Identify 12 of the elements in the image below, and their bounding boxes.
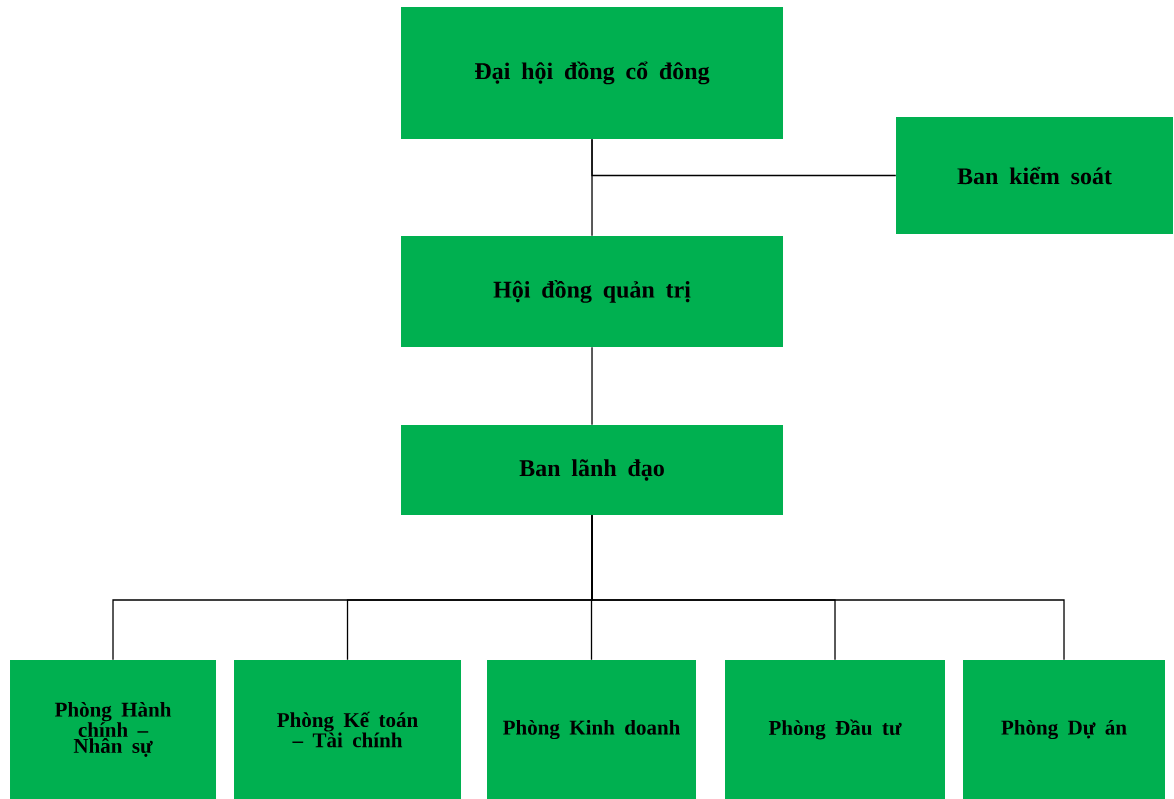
org-box: Phòng Kinh doanh xyxy=(487,660,696,799)
connector-line xyxy=(591,346,593,426)
org-box: Phòng Đầu tư xyxy=(725,660,945,799)
connector-line xyxy=(591,138,897,177)
connector-line xyxy=(591,514,1065,661)
org-box: Hội đồng quản trị xyxy=(401,236,783,347)
org-box: Phòng Kế toán – Tài chính xyxy=(234,660,461,799)
org-box: Ban kiểm soát xyxy=(896,117,1173,234)
org-box: Đại hội đồng cổ đông xyxy=(401,7,783,139)
org-box: Phòng Hành chính – Nhân sự xyxy=(10,660,216,799)
org-box: Phòng Dự án xyxy=(963,660,1165,799)
org-box: Ban lãnh đạo xyxy=(401,425,783,515)
